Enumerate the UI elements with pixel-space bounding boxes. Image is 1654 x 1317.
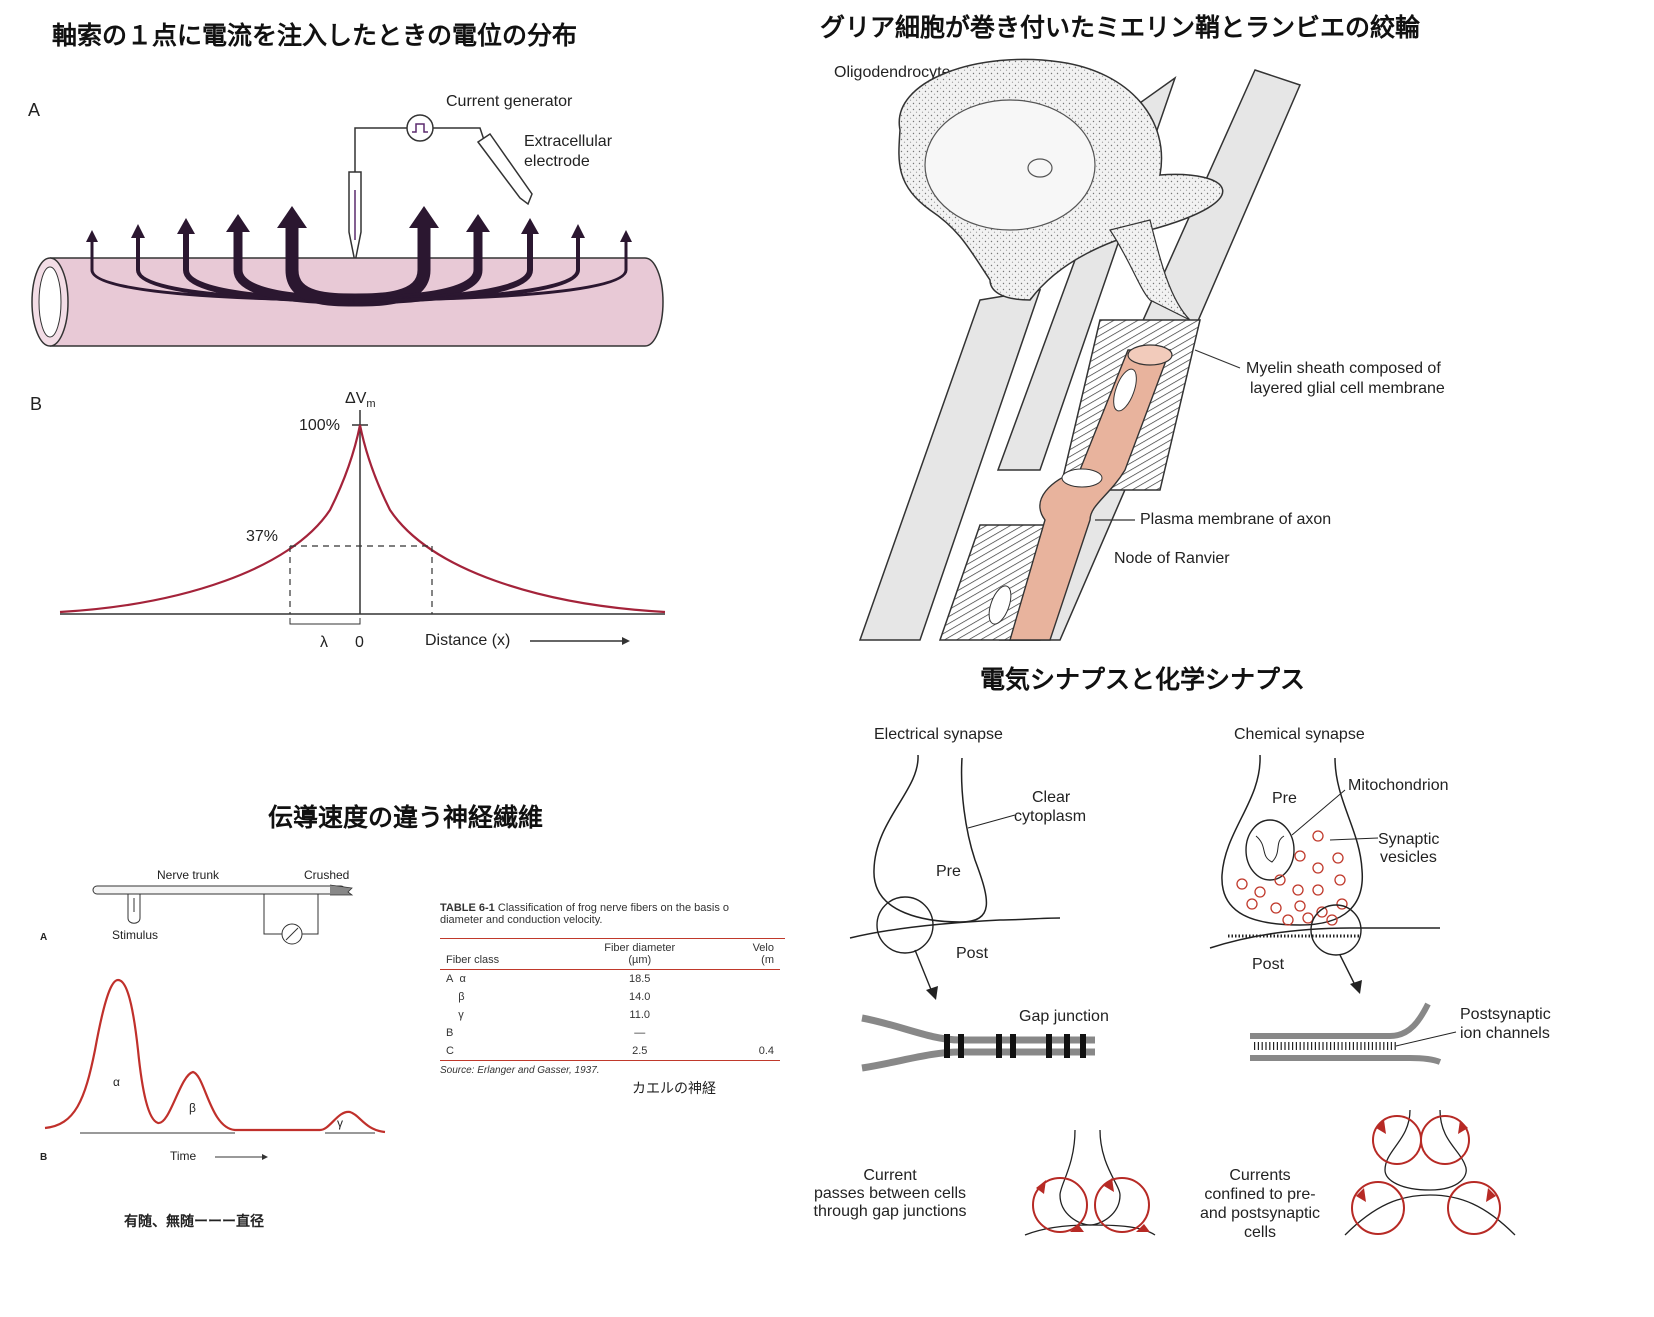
label-alpha: α	[113, 1075, 120, 1089]
title-synapse: 電気シナプスと化学シナプス	[980, 665, 1306, 694]
nerve-trunk-recording	[44, 884, 386, 1160]
table-row: B—	[446, 1027, 646, 1039]
panel-label-a: A	[28, 100, 41, 120]
caption-chemical-current: Currents confined to pre- and postsynapt…	[1199, 1167, 1321, 1241]
label-vesicles: vesicles	[1380, 849, 1437, 866]
label-post-chemical: Post	[1252, 956, 1285, 973]
label-pre-chemical: Pre	[1272, 790, 1297, 807]
title-cable-theory: 軸索の１点に電流を注入したときの電位の分布	[52, 21, 578, 50]
title-conduction: 伝導速度の違う神経繊維	[268, 803, 544, 832]
table-source: Source: Erlanger and Gasser, 1937.	[440, 1065, 600, 1076]
label-zero: 0	[355, 634, 364, 651]
label-crushed: Crushed	[304, 868, 350, 882]
table-caption: TABLE 6-1 Classification of frog nerve f…	[440, 902, 729, 914]
panel-label-b2: B	[40, 1152, 48, 1163]
table-header: Fiber class Fiber diameter(µm) Velo(m	[440, 939, 780, 969]
label-stimulus: Stimulus	[112, 928, 159, 942]
axon-current-diagram	[31, 114, 664, 347]
label-ion-channels: ion channels	[1460, 1025, 1550, 1042]
label-post-electrical: Post	[956, 945, 989, 962]
header-velocity: Velo(m	[752, 942, 774, 966]
label-synaptic: Synaptic	[1378, 831, 1440, 848]
table-caption-2: diameter and conduction velocity.	[440, 914, 603, 926]
myelin-sheath-illustration	[858, 58, 1302, 641]
label-myelin-2: layered glial cell membrane	[1250, 380, 1445, 397]
potential-decay-curve	[59, 410, 666, 645]
label-nerve-trunk: Nerve trunk	[157, 868, 220, 882]
label-extracellular: Extracellular	[524, 133, 613, 150]
panel-label-a2: A	[40, 932, 48, 943]
label-gamma: γ	[337, 1116, 343, 1130]
title-myelin: グリア細胞が巻き付いたミエリン鞘とランビエの絞輪	[820, 13, 1421, 42]
label-node-of-ranvier: Node of Ranvier	[1114, 550, 1230, 567]
fiber-table: TABLE 6-1 Classification of frog nerve f…	[440, 902, 785, 1098]
label-postsynaptic: Postsynaptic	[1460, 1006, 1551, 1023]
panel-label-b: B	[30, 394, 43, 414]
label-plasma-membrane: Plasma membrane of axon	[1140, 511, 1332, 528]
label-mitochondrion: Mitochondrion	[1348, 777, 1449, 794]
label-delta-v: ΔVm	[345, 390, 376, 411]
label-100-percent: 100%	[299, 417, 340, 434]
synapse-diagrams	[849, 754, 1516, 1236]
label-time: Time	[170, 1149, 197, 1163]
label-oligodendrocyte: Oligodendrocyte	[834, 64, 951, 81]
label-37-percent: 37%	[246, 528, 279, 545]
label-electrode: electrode	[524, 153, 590, 170]
label-electrical-synapse: Electrical synapse	[874, 726, 1003, 743]
label-pre-electrical: Pre	[936, 863, 961, 880]
header-class: Fiber class	[446, 954, 500, 966]
caption-electrical-current: Current passes between cells through gap…	[813, 1167, 967, 1220]
label-lambda: λ	[320, 634, 328, 651]
label-clear: Clear	[1032, 789, 1071, 806]
label-beta: β	[189, 1101, 196, 1115]
label-current-generator: Current generator	[446, 93, 573, 110]
note-myelinated: 有随、無随ーーー直径	[124, 1213, 264, 1229]
label-myelin-1: Myelin sheath composed of	[1246, 360, 1441, 377]
label-gap-junction: Gap junction	[1019, 1008, 1109, 1025]
table-note-frog: カエルの神経	[632, 1080, 716, 1096]
table-body: Fiber class Fiber diameter(µm) Velo(m A …	[440, 939, 780, 1061]
label-chemical-synapse: Chemical synapse	[1234, 726, 1365, 743]
label-distance: Distance (x)	[425, 632, 511, 649]
label-cytoplasm: cytoplasm	[1014, 808, 1087, 825]
header-diameter: Fiber diameter(µm)	[604, 942, 676, 966]
